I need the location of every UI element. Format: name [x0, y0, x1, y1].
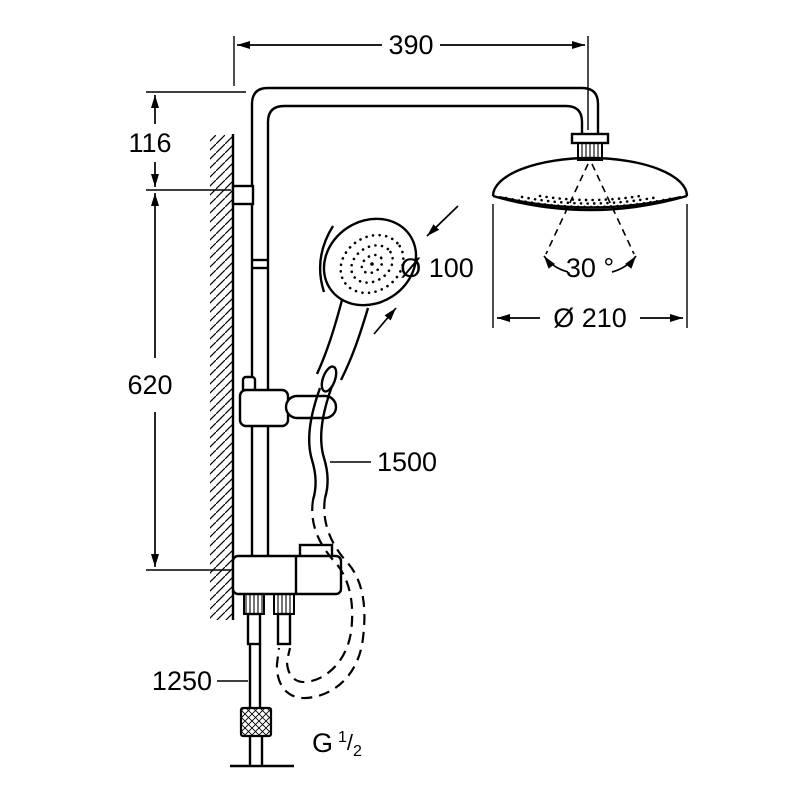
connection-nut: [239, 706, 273, 738]
inlet-tube-left: [246, 612, 262, 646]
hand-shower: [315, 217, 418, 393]
dim-hose-length-label: 1500: [377, 447, 437, 477]
dim-head-diameter-label: Ø 210: [553, 303, 627, 333]
thread-prefix: G: [312, 728, 333, 758]
head-swivel-joint: [577, 142, 603, 161]
inlet-tube-right: [276, 612, 292, 646]
hand-shower-nozzle-ring-1: [339, 233, 405, 295]
hose-dashed-outer: [275, 497, 366, 700]
dimension-top-width: 390: [233, 30, 589, 130]
dimension-head-diameter: Ø 210: [492, 204, 688, 333]
hose-dashed-inner: [285, 499, 354, 684]
head-shower: [491, 132, 689, 212]
dim-upper-offset-label: 116: [128, 128, 171, 158]
dim-swivel-angle-label: 30 °: [566, 253, 614, 283]
hand-shower-handle-right: [339, 307, 370, 381]
dimension-head-swivel-angle: 30 °: [543, 163, 637, 283]
bottom-bracket: [231, 543, 343, 596]
dimension-inlet-hose-length: 1250: [152, 666, 248, 696]
bracket-body: [231, 554, 343, 596]
thread-fraction-slash: /: [347, 730, 354, 755]
rail-inner-line: [266, 104, 584, 560]
upper-wall-bracket: [231, 184, 255, 206]
inlet-nut-right: [273, 593, 295, 615]
dim-rail-length-label: 620: [127, 370, 172, 400]
hand-shower-nozzle-ring-3: [360, 253, 384, 275]
inlet-nut-left: [243, 593, 265, 615]
rail-outer-line: [250, 86, 600, 560]
hand-shower-face: [322, 217, 418, 307]
dim-hand-diameter-label: Ø 100: [400, 253, 474, 283]
hose-solid-left: [307, 387, 322, 501]
head-nozzle-row-2: [520, 195, 660, 205]
hose-solid-right: [319, 385, 334, 499]
head-nozzle-row-1: [504, 196, 676, 209]
hand-shower-handle-left: [315, 299, 344, 375]
thread-fraction-denominator: 2: [353, 743, 362, 760]
thread-fraction-numerator: 1: [338, 729, 347, 746]
head-nozzle-row-3: [538, 194, 642, 202]
head-rim-outer: [492, 194, 688, 212]
wall-hatch: [210, 135, 233, 620]
holder-clamp: [238, 388, 290, 428]
head-dome: [491, 156, 689, 197]
wall-section: [210, 134, 235, 620]
dim-top-width-label: 390: [388, 30, 433, 60]
dim-inlet-hose-label: 1250: [152, 666, 212, 696]
hand-shower-back-rim: [318, 225, 335, 293]
inlet-fittings: [230, 593, 295, 768]
hand-shower-handle-cap: [320, 365, 338, 393]
dimension-rail-length: 620: [127, 193, 231, 571]
dimension-shower-hose-length: 1500: [330, 447, 437, 477]
dimension-upper-offset: 116: [128, 91, 246, 191]
hand-shower-center-nozzle: [370, 262, 374, 266]
hand-shower-nozzle-ring-2: [350, 244, 394, 284]
shower-rail: [231, 86, 600, 560]
head-connector-flange: [570, 132, 610, 145]
dimension-hand-shower-diameter: Ø 100: [373, 205, 474, 335]
shower-hose: [275, 385, 366, 700]
